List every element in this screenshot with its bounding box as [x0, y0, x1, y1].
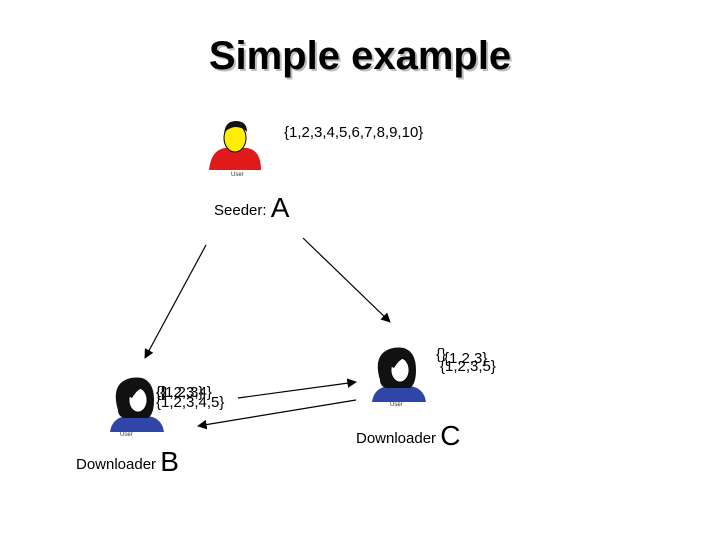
downloader-b-role: Downloader — [76, 456, 157, 473]
downloader-b-pieces-2: {1,2,3,4} — [156, 384, 212, 401]
arrow-a-to-c — [302, 237, 391, 323]
slide-title: Simple example — [208, 34, 512, 78]
user-male-icon — [209, 121, 261, 170]
downloader-c-label: Downloader C — [356, 420, 460, 452]
downloader-c-role: Downloader — [356, 430, 437, 447]
downloader-c-pieces-0: {} — [436, 346, 447, 363]
user-female-icon — [110, 377, 164, 432]
downloader-c-pieces-1: {1,2,3} — [444, 350, 488, 367]
user-caption: User — [231, 172, 244, 178]
arrow-a-to-b — [144, 244, 207, 359]
seeder-role: Seeder: — [214, 202, 267, 219]
downloader-c-node: User — [370, 344, 428, 410]
seeder-label: Seeder: A — [214, 192, 289, 224]
seeder-name: A — [270, 192, 290, 223]
user-caption: User — [120, 432, 133, 438]
user-caption: User — [390, 402, 403, 408]
downloader-c-pieces-2: {1,2,3,5} — [440, 358, 496, 375]
downloader-c-name: C — [440, 420, 461, 451]
downloader-b-node: User — [108, 374, 166, 440]
downloader-b-pieces-3: {1,2,3,4,5} — [156, 394, 225, 411]
downloader-b-name: B — [160, 446, 179, 477]
arrow-c-to-b — [197, 399, 357, 430]
seeder-node: User — [205, 118, 267, 180]
user-female-icon — [372, 347, 426, 402]
seeder-pieces: {1,2,3,4,5,6,7,8,9,10} — [284, 124, 424, 141]
arrow-b-to-c — [237, 378, 357, 399]
downloader-b-label: Downloader B — [76, 446, 179, 478]
downloader-b-pieces-0: {} — [156, 384, 167, 401]
downloader-b-pieces-1: {1,2,3} — [160, 384, 204, 401]
